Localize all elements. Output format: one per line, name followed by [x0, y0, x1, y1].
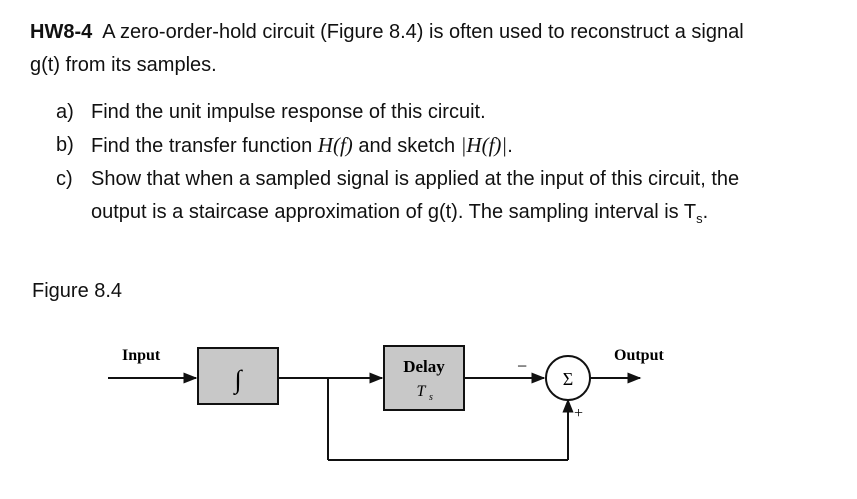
part-b: b) Find the transfer function H(f) and s… — [56, 129, 830, 163]
part-letter: a) — [56, 101, 74, 123]
problem-text: HW8-4 A zero-order-hold circuit (Figure 8… — [30, 16, 830, 235]
problem-id: HW8-4 — [30, 21, 93, 43]
subscript-s: s — [696, 211, 703, 226]
part-text: Show that when a sampled signal is appli… — [91, 163, 830, 235]
part-a: a) Find the unit impulse response of thi… — [56, 96, 830, 129]
part-text: Find the unit impulse response of this c… — [91, 101, 486, 123]
statement-line-1: A zero-order-hold circuit (Figure 8.4) i… — [102, 21, 744, 43]
part-letter: b) — [56, 134, 74, 156]
math-transfer-function: H(f) — [317, 133, 353, 157]
delay-param: T — [417, 383, 427, 400]
sigma-symbol: Σ — [563, 369, 573, 389]
part-letter: c) — [56, 168, 73, 190]
part-text-end: . — [702, 201, 709, 223]
part-text-mid: and sketch — [352, 135, 461, 157]
output-label: Output — [614, 347, 664, 364]
part-text-before: Find the transfer function — [91, 135, 318, 157]
statement-line-2: g(t) from its samples. — [30, 54, 217, 76]
part-text-line-1: Show that when a sampled signal is appli… — [91, 168, 740, 190]
integrator-block — [197, 347, 279, 405]
minus-sign: − — [517, 356, 527, 376]
part-c: c) Show that when a sampled signal is ap… — [56, 163, 830, 235]
input-label: Input — [122, 347, 161, 364]
delay-block — [383, 345, 465, 411]
delay-param-sub: s — [429, 392, 433, 403]
problem-statement: HW8-4 A zero-order-hold circuit (Figure 8… — [30, 16, 830, 82]
part-text: Find the transfer function H(f) and sket… — [91, 129, 830, 163]
parts-list: a) Find the unit impulse response of thi… — [56, 96, 830, 235]
integral-symbol: ∫ — [232, 365, 243, 395]
math-magnitude: |H(f)| — [460, 133, 508, 157]
figure-label: Figure 8.4 — [32, 280, 123, 302]
plus-sign: + — [574, 405, 583, 422]
part-text-line-2: output is a staircase approximation of g… — [91, 201, 697, 223]
delay-label: Delay — [403, 357, 445, 376]
part-text-after: . — [507, 135, 513, 157]
